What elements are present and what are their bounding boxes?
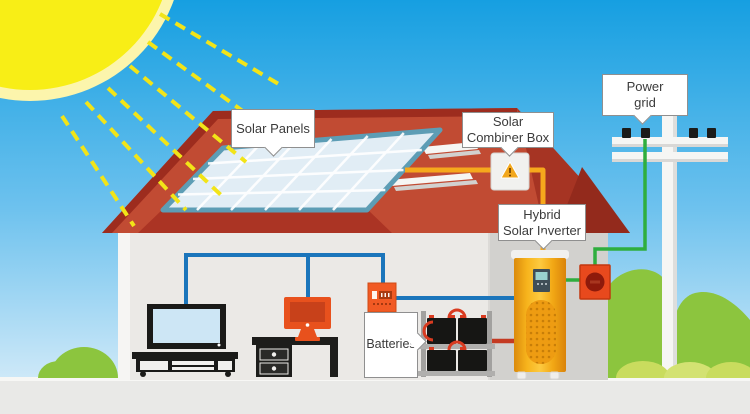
rack-shelf <box>417 344 495 349</box>
bushes-right <box>616 361 750 378</box>
inverter-foot <box>549 371 560 380</box>
computer-monitor <box>284 297 331 341</box>
monitor-screen <box>290 302 325 322</box>
hills <box>608 269 750 378</box>
ac-wire-ceiling <box>184 253 385 304</box>
hybrid-solar-inverter-label: Hybrid Solar Inverter <box>498 204 586 250</box>
battery-bank <box>417 308 495 377</box>
battery-jumper-cable <box>422 320 434 342</box>
combiner-box <box>490 152 530 191</box>
insulator <box>641 128 650 138</box>
ac-wiring <box>184 253 516 304</box>
pole-crossarm-top <box>612 137 728 147</box>
solar-panel-grid <box>177 132 422 211</box>
tv-screen <box>153 309 220 343</box>
hybrid-inverter <box>511 250 569 380</box>
rack-shelf <box>417 371 495 376</box>
control-box <box>367 282 397 313</box>
inverter-foot <box>516 371 527 380</box>
battery <box>427 318 456 344</box>
tv-stand <box>132 352 238 377</box>
insulator <box>689 128 698 138</box>
batteries-label: Batteries <box>364 312 427 378</box>
tv <box>147 304 226 349</box>
ground <box>0 381 750 414</box>
battery-jumper-cable <box>447 340 467 351</box>
desk <box>252 337 338 377</box>
sun <box>0 0 174 101</box>
roof-panel-shadow <box>138 209 392 233</box>
electric-meter <box>579 264 611 300</box>
battery-jumper-cable <box>447 308 467 319</box>
sun-disk <box>0 0 163 90</box>
power-grid-label: Power grid <box>602 74 688 125</box>
solar-panels-label: Solar Panels <box>231 109 315 157</box>
pole-crossarm-bottom <box>612 152 728 162</box>
inverter-cap <box>511 250 569 259</box>
tv-led <box>217 343 221 347</box>
hill-left <box>608 269 673 378</box>
battery <box>427 350 456 371</box>
sun-rays <box>60 12 284 228</box>
battery <box>458 318 487 344</box>
insulator <box>622 128 631 138</box>
solar-panels-label-text: Solar Panels <box>236 120 310 136</box>
solar-combiner-box-label: Solar Combiner Box <box>462 112 554 157</box>
mounting-rail <box>388 173 473 186</box>
hill-right <box>670 291 750 378</box>
insulator <box>707 128 716 138</box>
power-pole <box>612 112 728 378</box>
battery <box>458 350 487 371</box>
meter-to-grid-wire <box>593 139 647 266</box>
bush-left <box>38 347 118 378</box>
